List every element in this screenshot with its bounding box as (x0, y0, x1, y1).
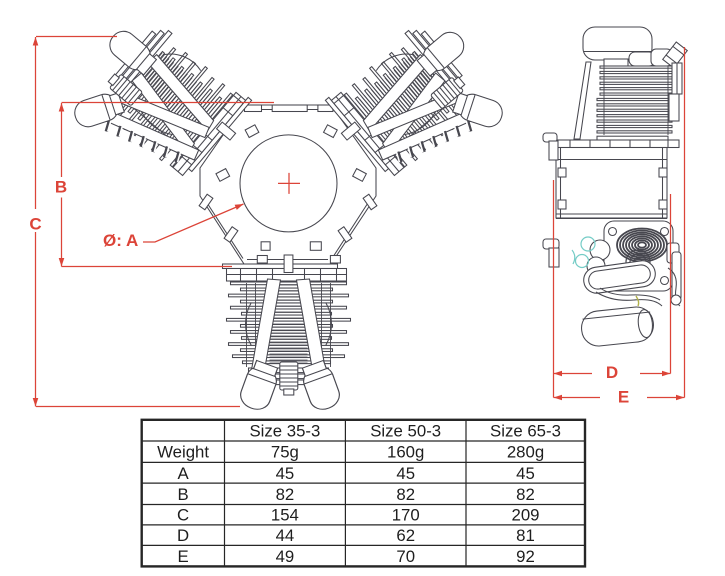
svg-text:Ø: A: Ø: A (103, 231, 138, 250)
svg-text:E: E (177, 547, 188, 566)
svg-text:280g: 280g (507, 443, 544, 462)
svg-text:D: D (606, 363, 618, 382)
svg-text:D: D (177, 526, 189, 545)
svg-text:81: 81 (516, 526, 535, 545)
svg-text:82: 82 (396, 485, 415, 504)
svg-text:209: 209 (512, 506, 540, 525)
svg-text:45: 45 (516, 464, 535, 483)
svg-text:Size 65-3: Size 65-3 (490, 421, 561, 440)
svg-text:45: 45 (396, 464, 415, 483)
svg-text:B: B (55, 177, 67, 196)
svg-text:Size 50-3: Size 50-3 (370, 421, 441, 440)
svg-text:70: 70 (396, 547, 415, 566)
svg-text:75g: 75g (271, 443, 299, 462)
svg-text:49: 49 (276, 547, 295, 566)
svg-text:170: 170 (392, 506, 420, 525)
svg-text:62: 62 (396, 526, 415, 545)
svg-text:C: C (177, 506, 189, 525)
svg-text:Weight: Weight (157, 443, 209, 462)
svg-text:154: 154 (271, 506, 299, 525)
svg-text:E: E (618, 388, 629, 407)
svg-text:A: A (177, 464, 189, 483)
svg-text:92: 92 (516, 547, 535, 566)
svg-text:44: 44 (276, 526, 295, 545)
svg-text:82: 82 (276, 485, 295, 504)
svg-text:B: B (177, 485, 188, 504)
svg-text:82: 82 (516, 485, 535, 504)
svg-text:C: C (29, 215, 41, 234)
svg-text:Size 35-3: Size 35-3 (249, 421, 320, 440)
svg-text:45: 45 (276, 464, 295, 483)
svg-text:160g: 160g (387, 443, 424, 462)
